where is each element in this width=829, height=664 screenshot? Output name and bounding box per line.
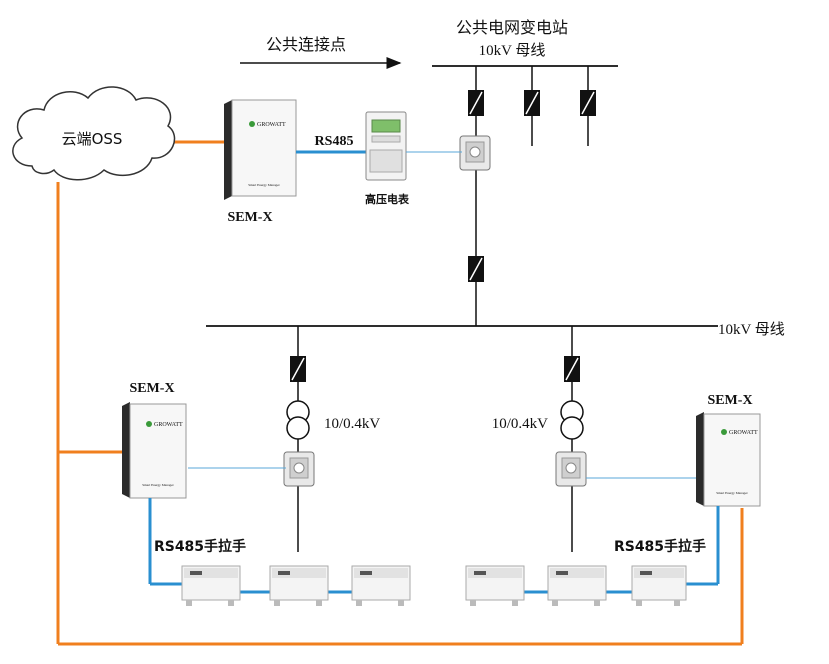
current-transformer-icon	[283, 451, 315, 487]
comm-lines-orange	[56, 140, 744, 646]
inverter-icon	[631, 565, 687, 606]
breaker-icon	[580, 90, 596, 116]
mid-bus-label: 10kV 母线	[718, 321, 785, 338]
current-transformer-icon	[555, 451, 587, 487]
sem-x-right-device: GROWATT Smart Energy Manager	[696, 412, 761, 507]
top-bus-label: 10kV 母线	[479, 42, 546, 59]
brand-label: GROWATT	[257, 122, 286, 128]
energy-meter-icon	[365, 111, 407, 181]
sem-top-label: SEM-X	[227, 210, 272, 225]
sem-left-label: SEM-X	[129, 381, 174, 396]
rs485-chain-left-lines	[148, 498, 352, 594]
xfmr-right-label: 10/0.4kV	[492, 416, 548, 432]
inverter-icon	[269, 565, 329, 606]
device-caption: Smart Energy Manager	[716, 491, 748, 495]
breaker-icon	[468, 90, 484, 116]
rs485-label: RS485	[315, 134, 354, 149]
inverter-icon	[547, 565, 607, 606]
sem-x-top-device: GROWATT Smart Energy Manager	[224, 99, 297, 200]
brand-label: GROWATT	[729, 430, 758, 436]
inverter-icon	[351, 565, 411, 606]
inverter-icon	[465, 565, 525, 606]
rs485-chain-right-label: RS485手拉手	[614, 538, 706, 555]
sem-x-left-device: GROWATT Smart Energy Manager	[122, 402, 187, 499]
pcc-label: 公共连接点	[266, 35, 346, 54]
current-transformer-icon	[459, 135, 491, 171]
xfmr-left-label: 10/0.4kV	[324, 416, 380, 432]
rs485-chain-left-label: RS485手拉手	[154, 538, 246, 555]
cloud-label: 云端OSS	[62, 130, 123, 148]
breaker-icon	[564, 356, 580, 382]
brand-label: GROWATT	[154, 422, 183, 428]
device-caption: Smart Energy Manager	[142, 483, 174, 487]
transformer-icon	[560, 400, 584, 440]
substation-label: 公共电网变电站	[456, 18, 568, 37]
breaker-icon	[290, 356, 306, 382]
device-caption: Smart Energy Manager	[248, 183, 280, 187]
meter-label: 高压电表	[365, 192, 410, 206]
rs485-chain-right-lines	[524, 506, 720, 594]
cloud-icon	[12, 86, 176, 181]
breaker-icon	[524, 90, 540, 116]
sem-right-label: SEM-X	[707, 393, 752, 408]
breaker-icon	[468, 256, 484, 282]
inverter-icon	[181, 565, 241, 606]
transformer-icon	[286, 400, 310, 440]
